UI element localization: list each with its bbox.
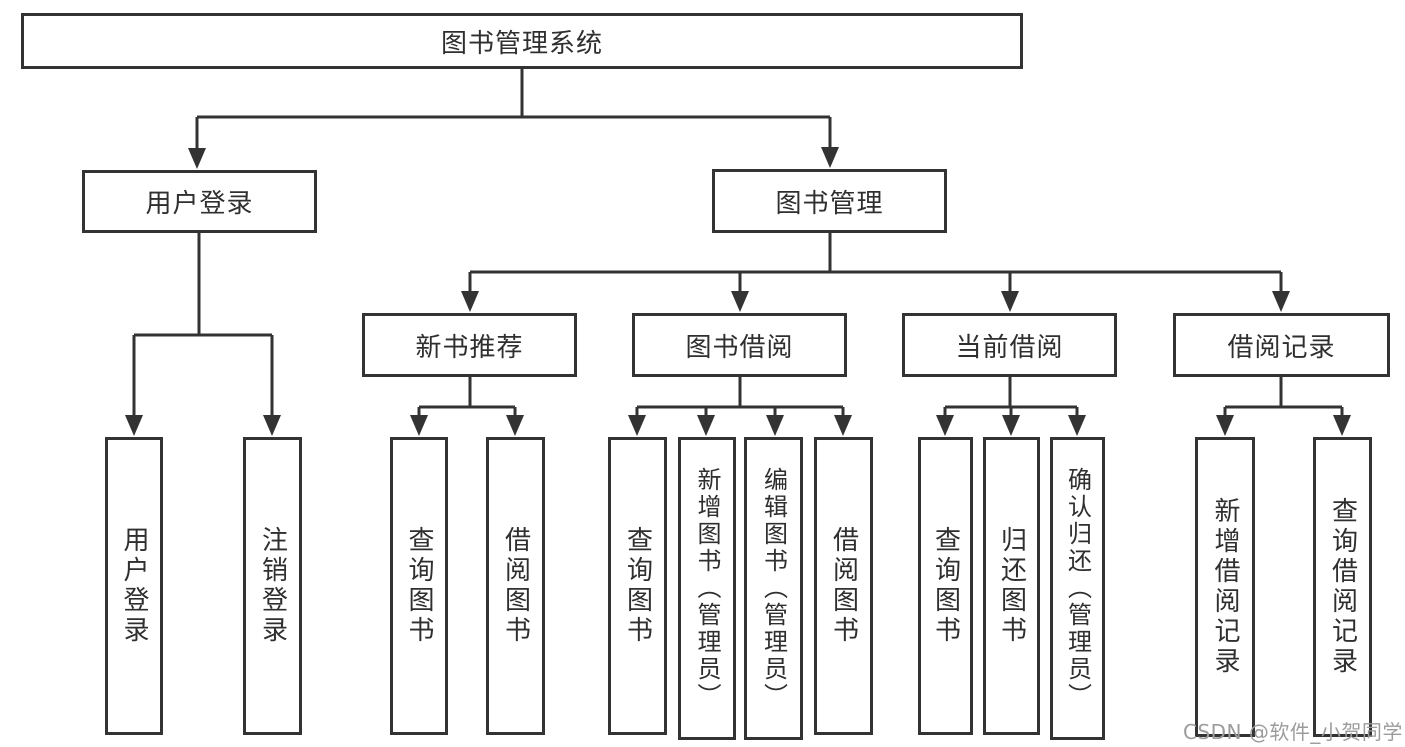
leaf-label: 查询图书 [622,526,653,646]
leaf-return-books: 归还图书 [983,437,1040,735]
leaf-borrow-books-recommend: 借阅图书 [486,437,545,735]
leaf-confirm-return-admin: 确认归还（管理员） [1050,437,1105,740]
leaf-add-borrow-record: 新增借阅记录 [1195,437,1255,737]
leaf-label: 新增图书（管理员） [693,467,721,710]
leaf-label: 借阅图书 [828,526,859,646]
leaf-label: 查询图书 [930,526,961,646]
leaf-query-books-borrow: 查询图书 [608,437,667,735]
leaf-query-books-recommend: 查询图书 [390,437,448,735]
leaf-edit-books-admin: 编辑图书（管理员） [744,437,803,740]
leaf-label: 确认归还（管理员） [1063,467,1092,710]
leaf-user-login: 用户登录 [105,437,163,735]
leaf-label: 用户登录 [119,526,149,646]
node-new-book-recommend: 新书推荐 [362,313,577,377]
leaf-label: 编辑图书（管理员） [759,467,788,710]
leaf-label: 查询借阅记录 [1327,497,1358,677]
leaf-query-books-current: 查询图书 [918,437,973,735]
leaf-query-borrow-record: 查询借阅记录 [1313,437,1372,737]
leaf-label: 注销登录 [257,526,288,646]
leaf-label: 归还图书 [996,526,1027,646]
node-book-borrow: 图书借阅 [632,313,847,377]
leaf-add-books-admin: 新增图书（管理员） [678,437,736,740]
leaf-label: 查询图书 [404,526,434,646]
node-borrow-records: 借阅记录 [1173,313,1390,377]
leaf-label: 新增借阅记录 [1210,497,1240,677]
arrowheads [125,147,1351,436]
node-current-borrow: 当前借阅 [902,313,1117,377]
leaf-label: 借阅图书 [500,526,531,646]
node-library-management-system: 图书管理系统 [21,13,1023,69]
node-user-login: 用户登录 [82,170,317,233]
leaf-borrow-books: 借阅图书 [814,437,873,735]
node-book-management: 图书管理 [712,169,947,233]
leaf-logout: 注销登录 [243,437,302,735]
csdn-watermark: CSDN @软件_小贺同学 [1183,720,1403,744]
